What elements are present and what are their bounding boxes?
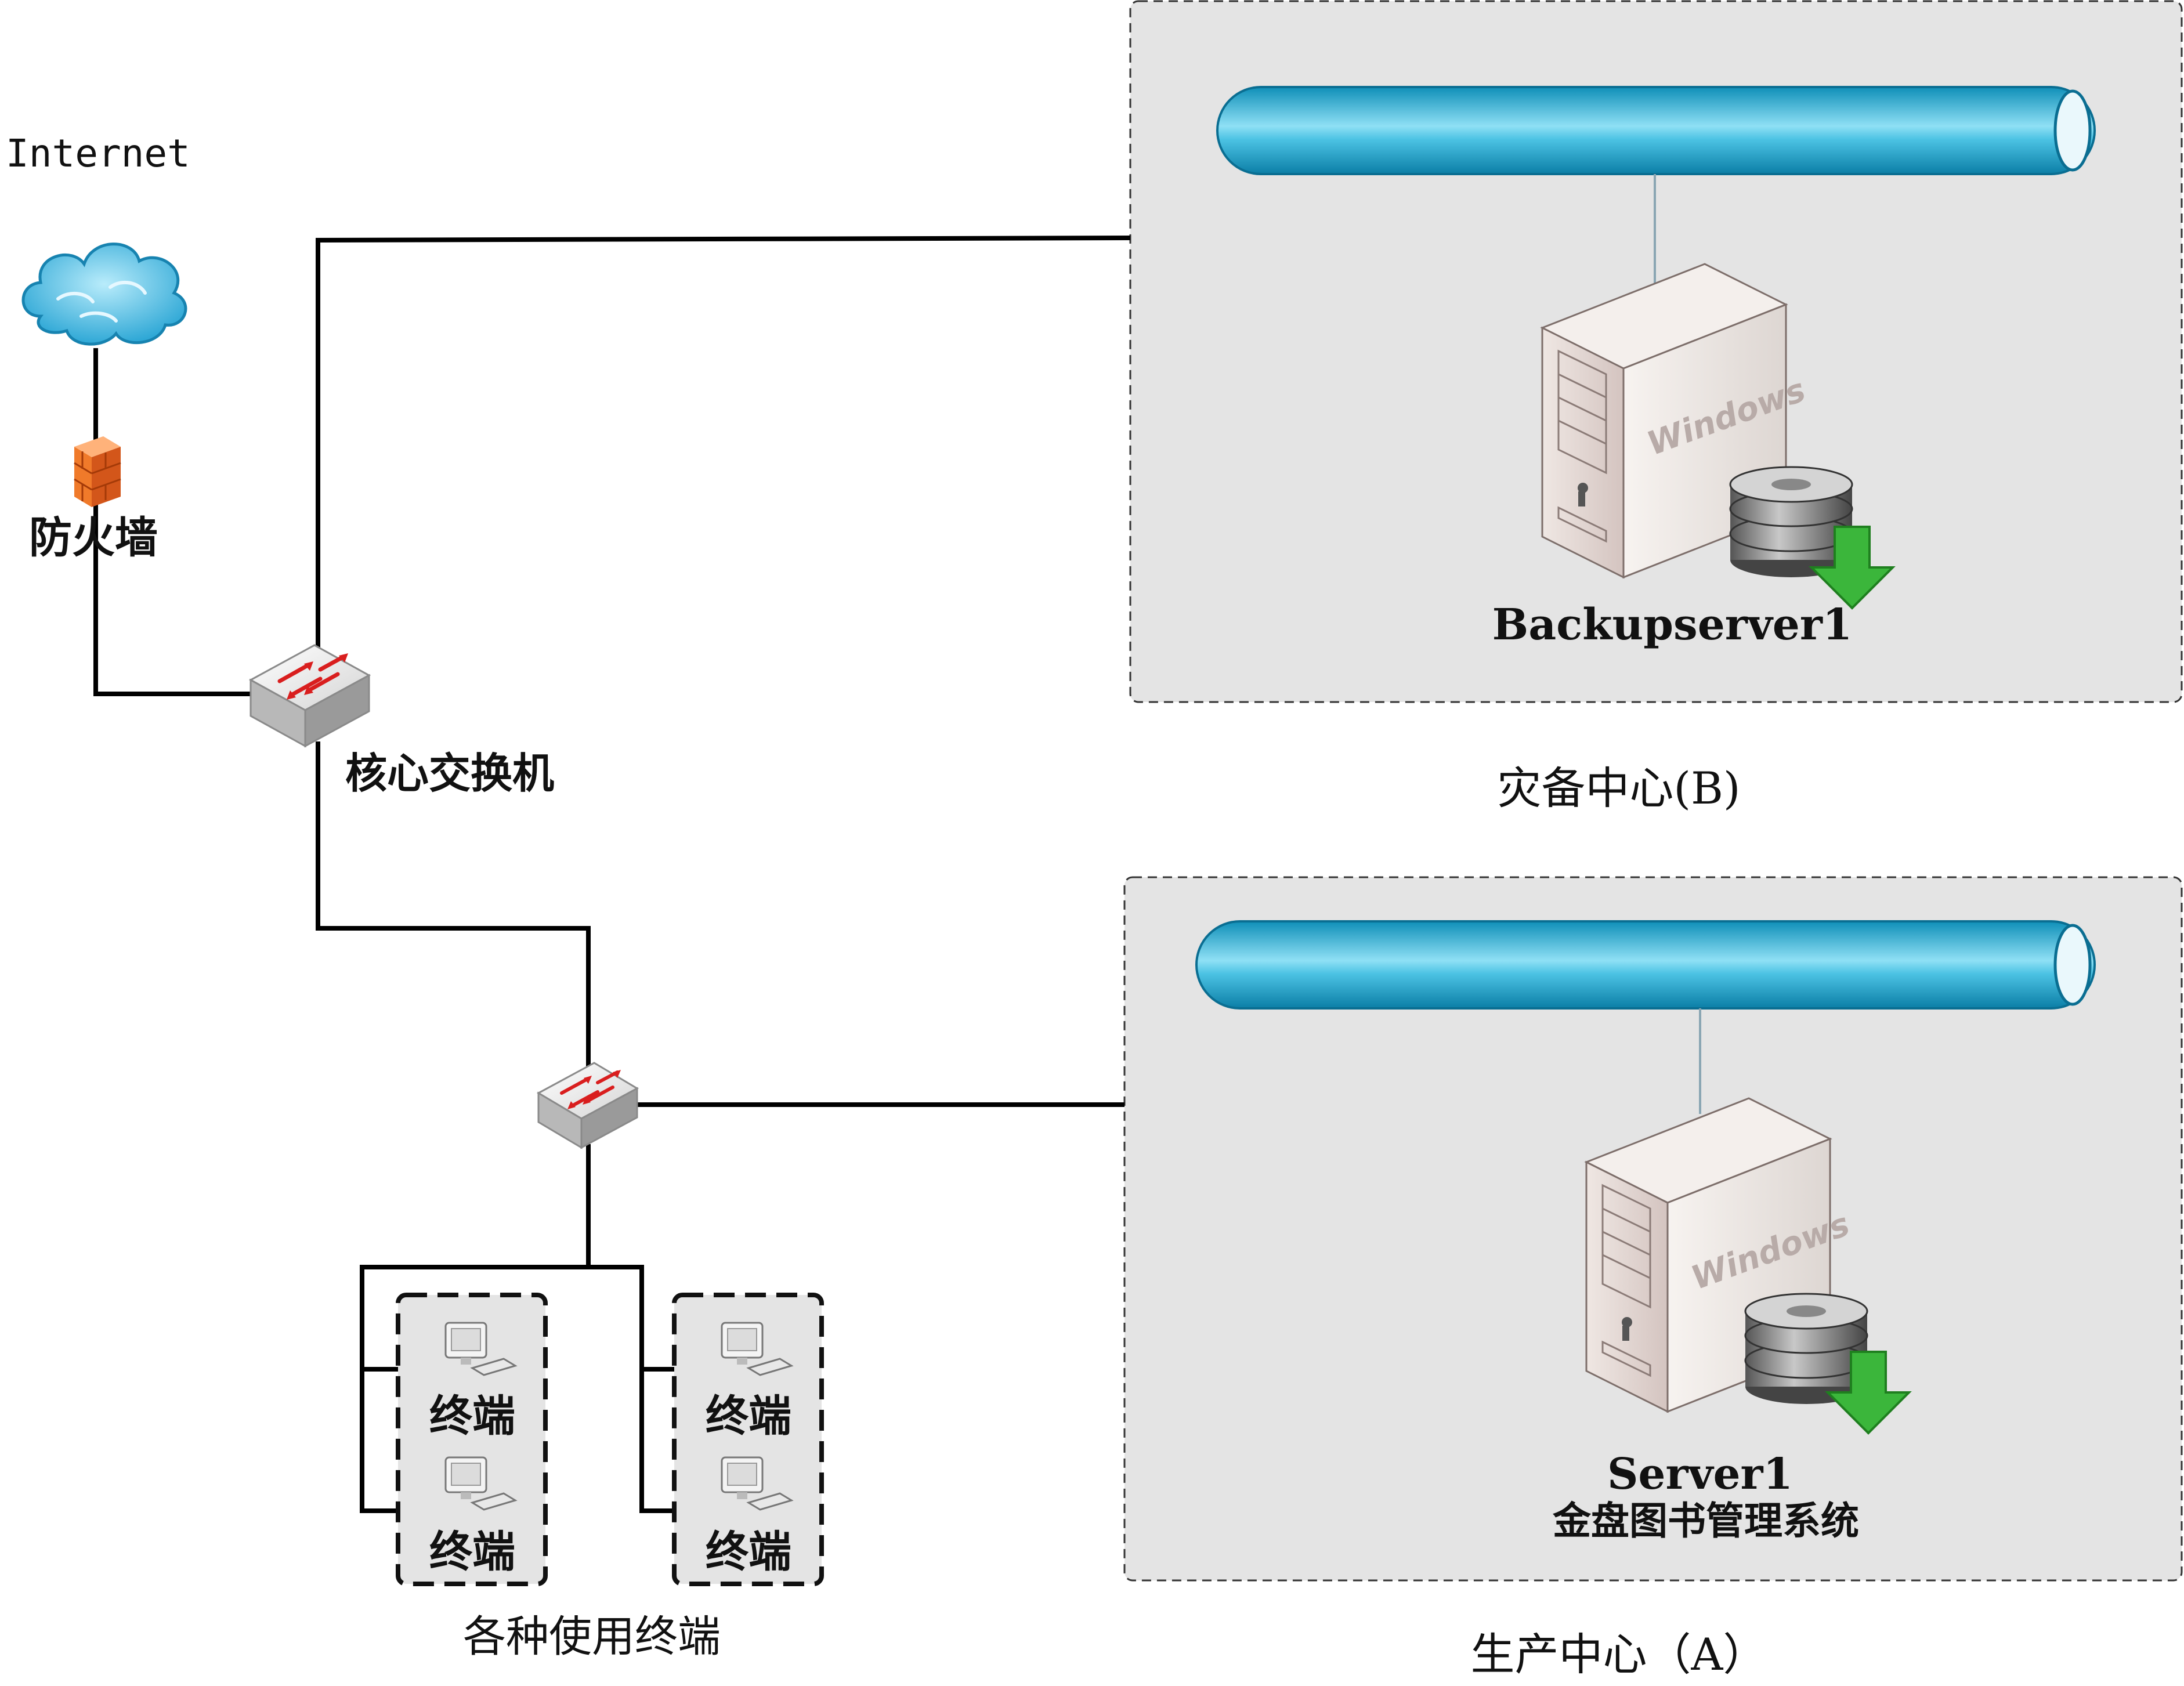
dr-center-title: 灾备中心(B) xyxy=(1497,762,1740,814)
download-arrow-icon xyxy=(1809,526,1896,610)
network-links xyxy=(93,236,1131,1513)
terminals-group-label: 各种使用终端 xyxy=(463,1612,721,1662)
download-arrow-icon xyxy=(1825,1351,1912,1435)
database-icon xyxy=(1744,1293,1868,1404)
terminal-label: 终端 xyxy=(706,1527,791,1577)
access-switch-icon xyxy=(536,1062,639,1149)
terminal-label: 终端 xyxy=(706,1391,791,1441)
internet-label: Internet xyxy=(6,131,190,176)
link-core-switch-access-switch xyxy=(316,741,591,1068)
core-switch-icon xyxy=(248,644,371,748)
firewall-icon xyxy=(74,436,121,507)
pc-icon xyxy=(721,1322,794,1376)
library-system-label: 金盘图书管理系统 xyxy=(1552,1499,1859,1543)
pc-icon xyxy=(444,1456,518,1511)
link-firewall-core-switch xyxy=(93,505,255,696)
production-backbone-pipe xyxy=(1195,920,2096,1010)
pc-icon xyxy=(721,1456,794,1511)
backup-server-label: Backupserver1 xyxy=(1492,600,1853,650)
core-switch-label: 核心交换机 xyxy=(345,749,554,798)
cloud-icon xyxy=(21,243,187,346)
link-terminal-bus-left xyxy=(360,1265,644,1314)
pc-icon xyxy=(444,1322,518,1376)
terminal-label: 终端 xyxy=(429,1391,515,1441)
dr-backbone-pipe xyxy=(1216,86,2096,175)
link-core-switch-dr-center xyxy=(316,236,1131,661)
production-server-label: Server1 xyxy=(1607,1449,1793,1499)
terminal-label: 终端 xyxy=(429,1527,515,1577)
production-center-title: 生产中心（A） xyxy=(1471,1629,1767,1680)
firewall-label: 防火墙 xyxy=(29,513,158,563)
